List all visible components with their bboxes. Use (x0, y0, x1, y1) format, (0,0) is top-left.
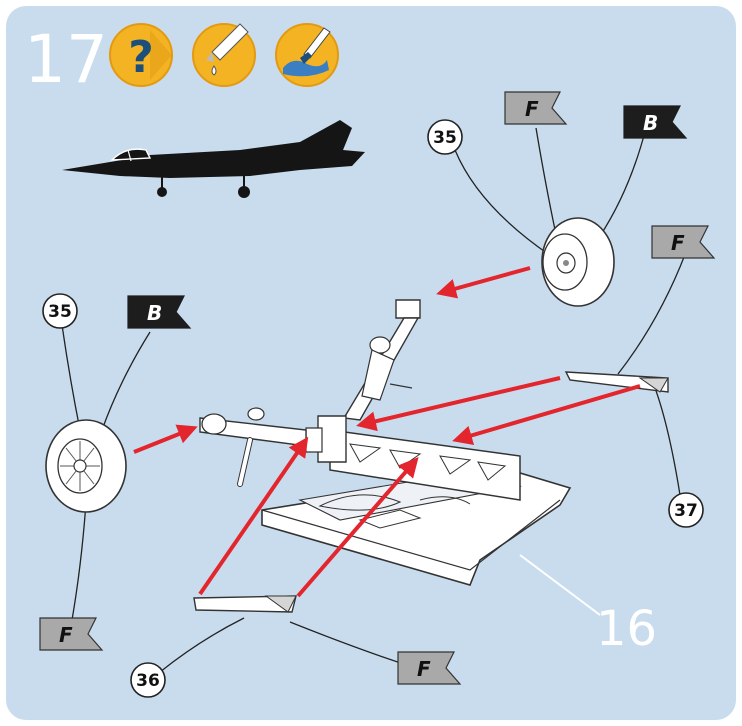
svg-text:?: ? (128, 32, 154, 83)
flag-f-left: F (39, 617, 104, 651)
flag-f-right-label: F (671, 231, 685, 255)
leader-lines (61, 127, 687, 673)
step-number: 17 (24, 21, 108, 98)
flag-b-top: B (623, 105, 688, 139)
part-36 (193, 595, 297, 613)
callout-35-right: 35 (427, 119, 463, 155)
glue-icon (192, 23, 256, 87)
part-16-leader (519, 554, 601, 616)
flag-f-right: F (651, 225, 716, 259)
callout-35-left-label: 35 (48, 302, 72, 322)
flag-f-bottom-label: F (417, 657, 431, 681)
flag-b-top-label: B (643, 111, 658, 135)
flag-b-left: B (127, 295, 192, 329)
question-icon: ? (109, 23, 173, 87)
part-37 (564, 371, 669, 393)
flag-f-left-label: F (59, 623, 73, 647)
callout-36-label: 36 (136, 671, 160, 691)
flag-f-bottom: F (397, 651, 462, 685)
landing-gear-strut (305, 299, 421, 463)
part-16-label: 16 (596, 601, 657, 657)
assembly-arrows (133, 266, 641, 598)
axle-arm (199, 407, 307, 487)
callout-35-right-label: 35 (433, 128, 457, 148)
wheel-right (541, 217, 615, 307)
aircraft-silhouette (62, 120, 365, 198)
stand-base-part (261, 469, 572, 586)
callout-37: 37 (668, 492, 704, 528)
flag-f-top: F (504, 91, 568, 125)
wheel-left (45, 419, 127, 513)
flag-b-left-label: B (147, 301, 162, 325)
callout-36: 36 (130, 662, 166, 698)
paint-icon (275, 23, 339, 87)
callout-35-left: 35 (42, 293, 78, 329)
callout-37-label: 37 (674, 501, 698, 521)
flag-f-top-label: F (525, 97, 539, 121)
